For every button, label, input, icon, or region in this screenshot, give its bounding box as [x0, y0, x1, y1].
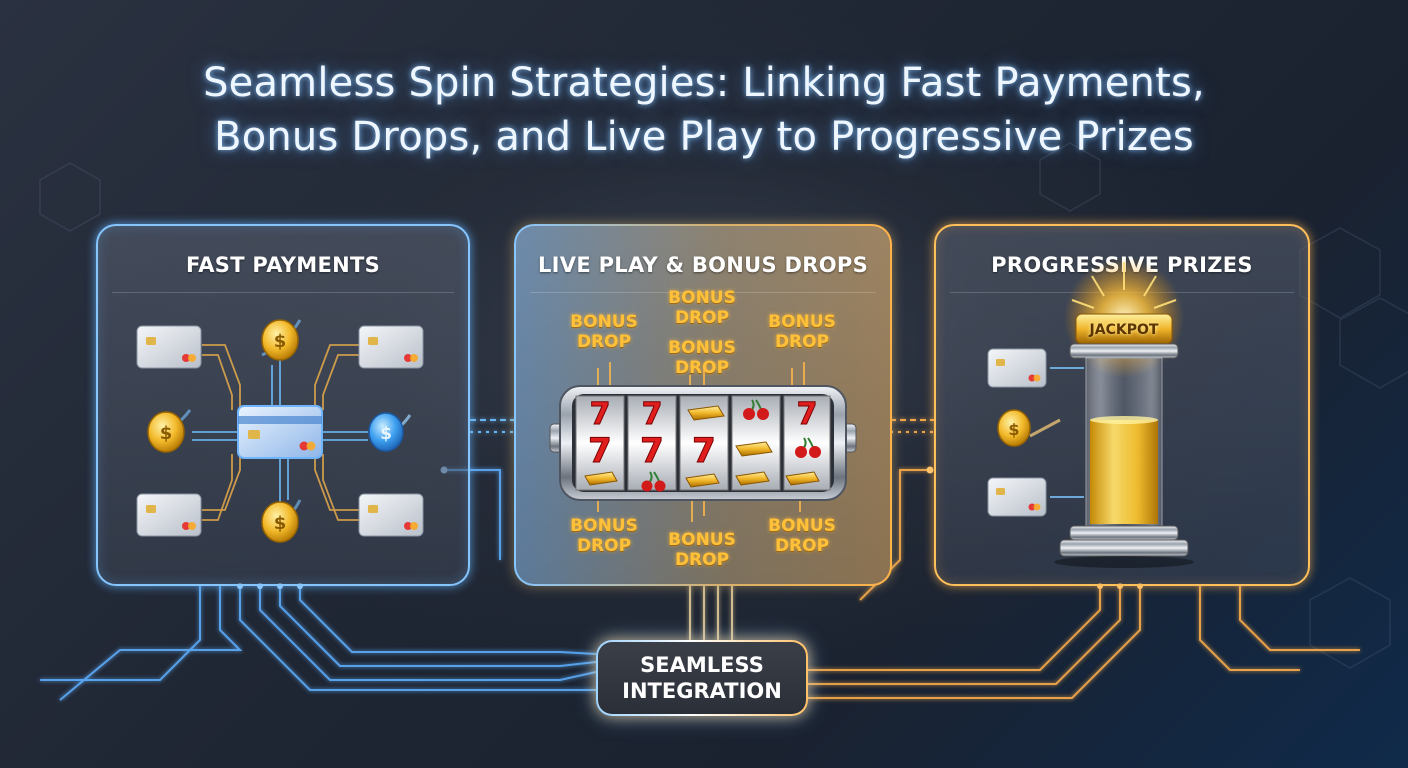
credit-card-icon	[237, 405, 323, 459]
svg-text:$: $	[274, 331, 287, 352]
bonus-drop-label: BONUS DROP	[642, 530, 762, 570]
drop-word: DROP	[774, 536, 830, 556]
bonus-drop-label: BONUS DROP	[642, 338, 762, 378]
credit-card-icon	[358, 325, 424, 369]
svg-text:7: 7	[642, 397, 663, 432]
bonus-word: BONUS	[668, 288, 736, 308]
fast-payments-heading: FAST PAYMENTS	[112, 238, 454, 293]
bonus-word: BONUS	[768, 312, 836, 332]
integration-line-1: SEAMLESS	[640, 653, 764, 677]
jackpot-label: JACKPOT	[1089, 322, 1159, 338]
bonus-drop-label: BONUS DROP	[642, 288, 762, 328]
credit-card-icon	[136, 325, 202, 369]
bonus-word: BONUS	[668, 338, 736, 358]
svg-text:$: $	[380, 424, 392, 444]
bonus-drop-label: BONUS DROP	[742, 516, 862, 556]
credit-card-icon	[987, 348, 1047, 388]
jackpot-tube-icon	[1054, 258, 1194, 568]
drop-word: DROP	[576, 536, 632, 556]
integration-line-2: INTEGRATION	[622, 679, 782, 703]
bonus-drop-label: BONUS DROP	[544, 516, 664, 556]
svg-text:7: 7	[590, 397, 611, 432]
svg-text:$: $	[274, 513, 287, 534]
dollar-coin-icon: $	[261, 499, 302, 543]
dollar-coin-icon: $	[368, 412, 412, 452]
title-line-1: Seamless Spin Strategies: Linking Fast P…	[203, 60, 1205, 106]
bonus-word: BONUS	[768, 516, 836, 536]
seamless-integration-box: SEAMLESS INTEGRATION	[596, 640, 808, 716]
drop-word: DROP	[674, 358, 730, 378]
bonus-word: BONUS	[570, 516, 638, 536]
svg-text:7: 7	[640, 431, 664, 471]
cherry-icon	[641, 471, 666, 492]
svg-text:7: 7	[588, 431, 612, 471]
cherry-icon	[743, 399, 769, 420]
dollar-coin-icon: $	[261, 319, 302, 361]
drop-word: DROP	[674, 550, 730, 570]
bonus-word: BONUS	[570, 312, 638, 332]
drop-word: DROP	[774, 332, 830, 352]
credit-card-icon	[358, 493, 424, 537]
credit-card-icon	[987, 477, 1047, 517]
svg-text:$: $	[160, 423, 173, 444]
bonus-drop-label: BONUS DROP	[742, 312, 862, 352]
drop-word: DROP	[576, 332, 632, 352]
svg-text:7: 7	[797, 397, 818, 432]
drop-word: DROP	[674, 308, 730, 328]
dollar-coin-icon: $	[997, 409, 1061, 447]
bonus-word: BONUS	[668, 530, 736, 550]
page-title: Seamless Spin Strategies: Linking Fast P…	[0, 56, 1408, 164]
live-play-heading: LIVE PLAY & BONUS DROPS	[530, 238, 876, 293]
credit-card-icon	[136, 493, 202, 537]
dollar-coin-icon: $	[147, 409, 192, 453]
bonus-drop-label: BONUS DROP	[544, 312, 664, 352]
svg-text:$: $	[1008, 420, 1019, 439]
title-line-2: Bonus Drops, and Live Play to Progressiv…	[214, 114, 1194, 160]
cherry-icon	[795, 437, 821, 458]
svg-text:7: 7	[692, 431, 716, 471]
